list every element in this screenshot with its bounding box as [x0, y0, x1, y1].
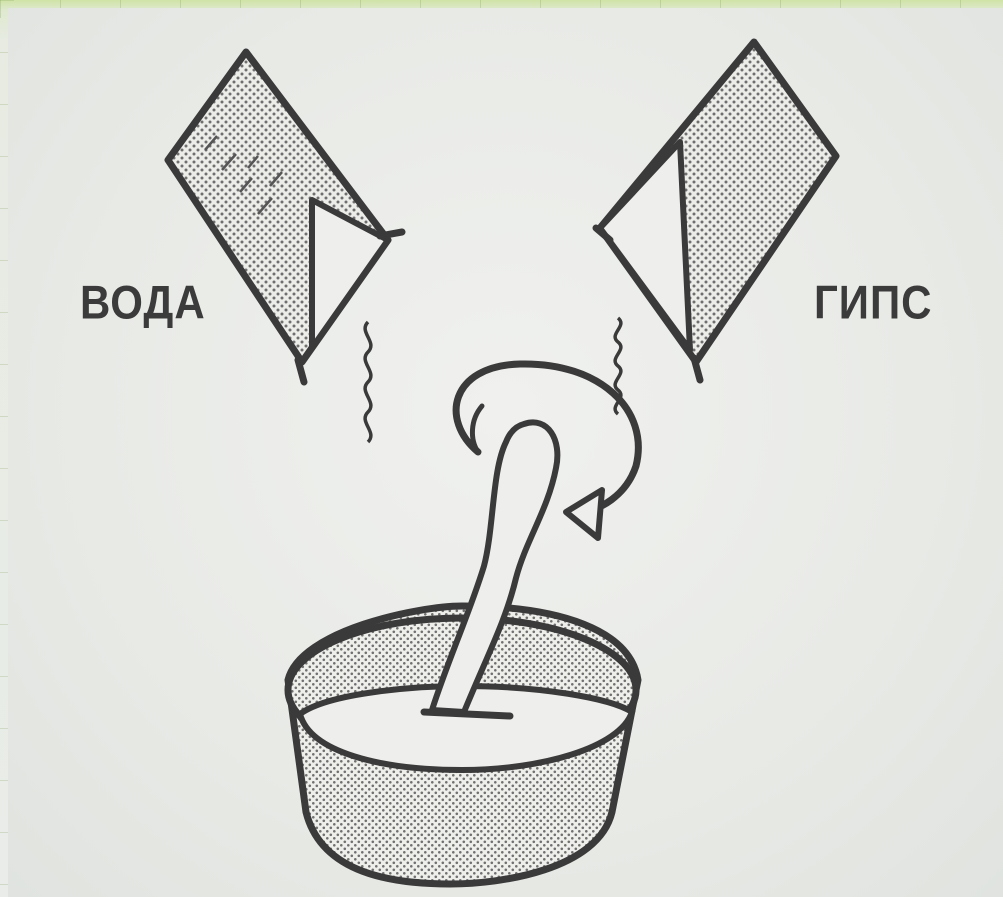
gypsum-label: ГИПС: [814, 276, 933, 330]
gypsum-packet-icon: [596, 42, 836, 414]
water-packet-icon: [168, 52, 402, 442]
plaster-mixing-illustration: [8, 8, 1003, 897]
illustration-sheet: ВОДА ГИПС: [8, 8, 1003, 897]
water-label: ВОДА: [80, 276, 206, 330]
